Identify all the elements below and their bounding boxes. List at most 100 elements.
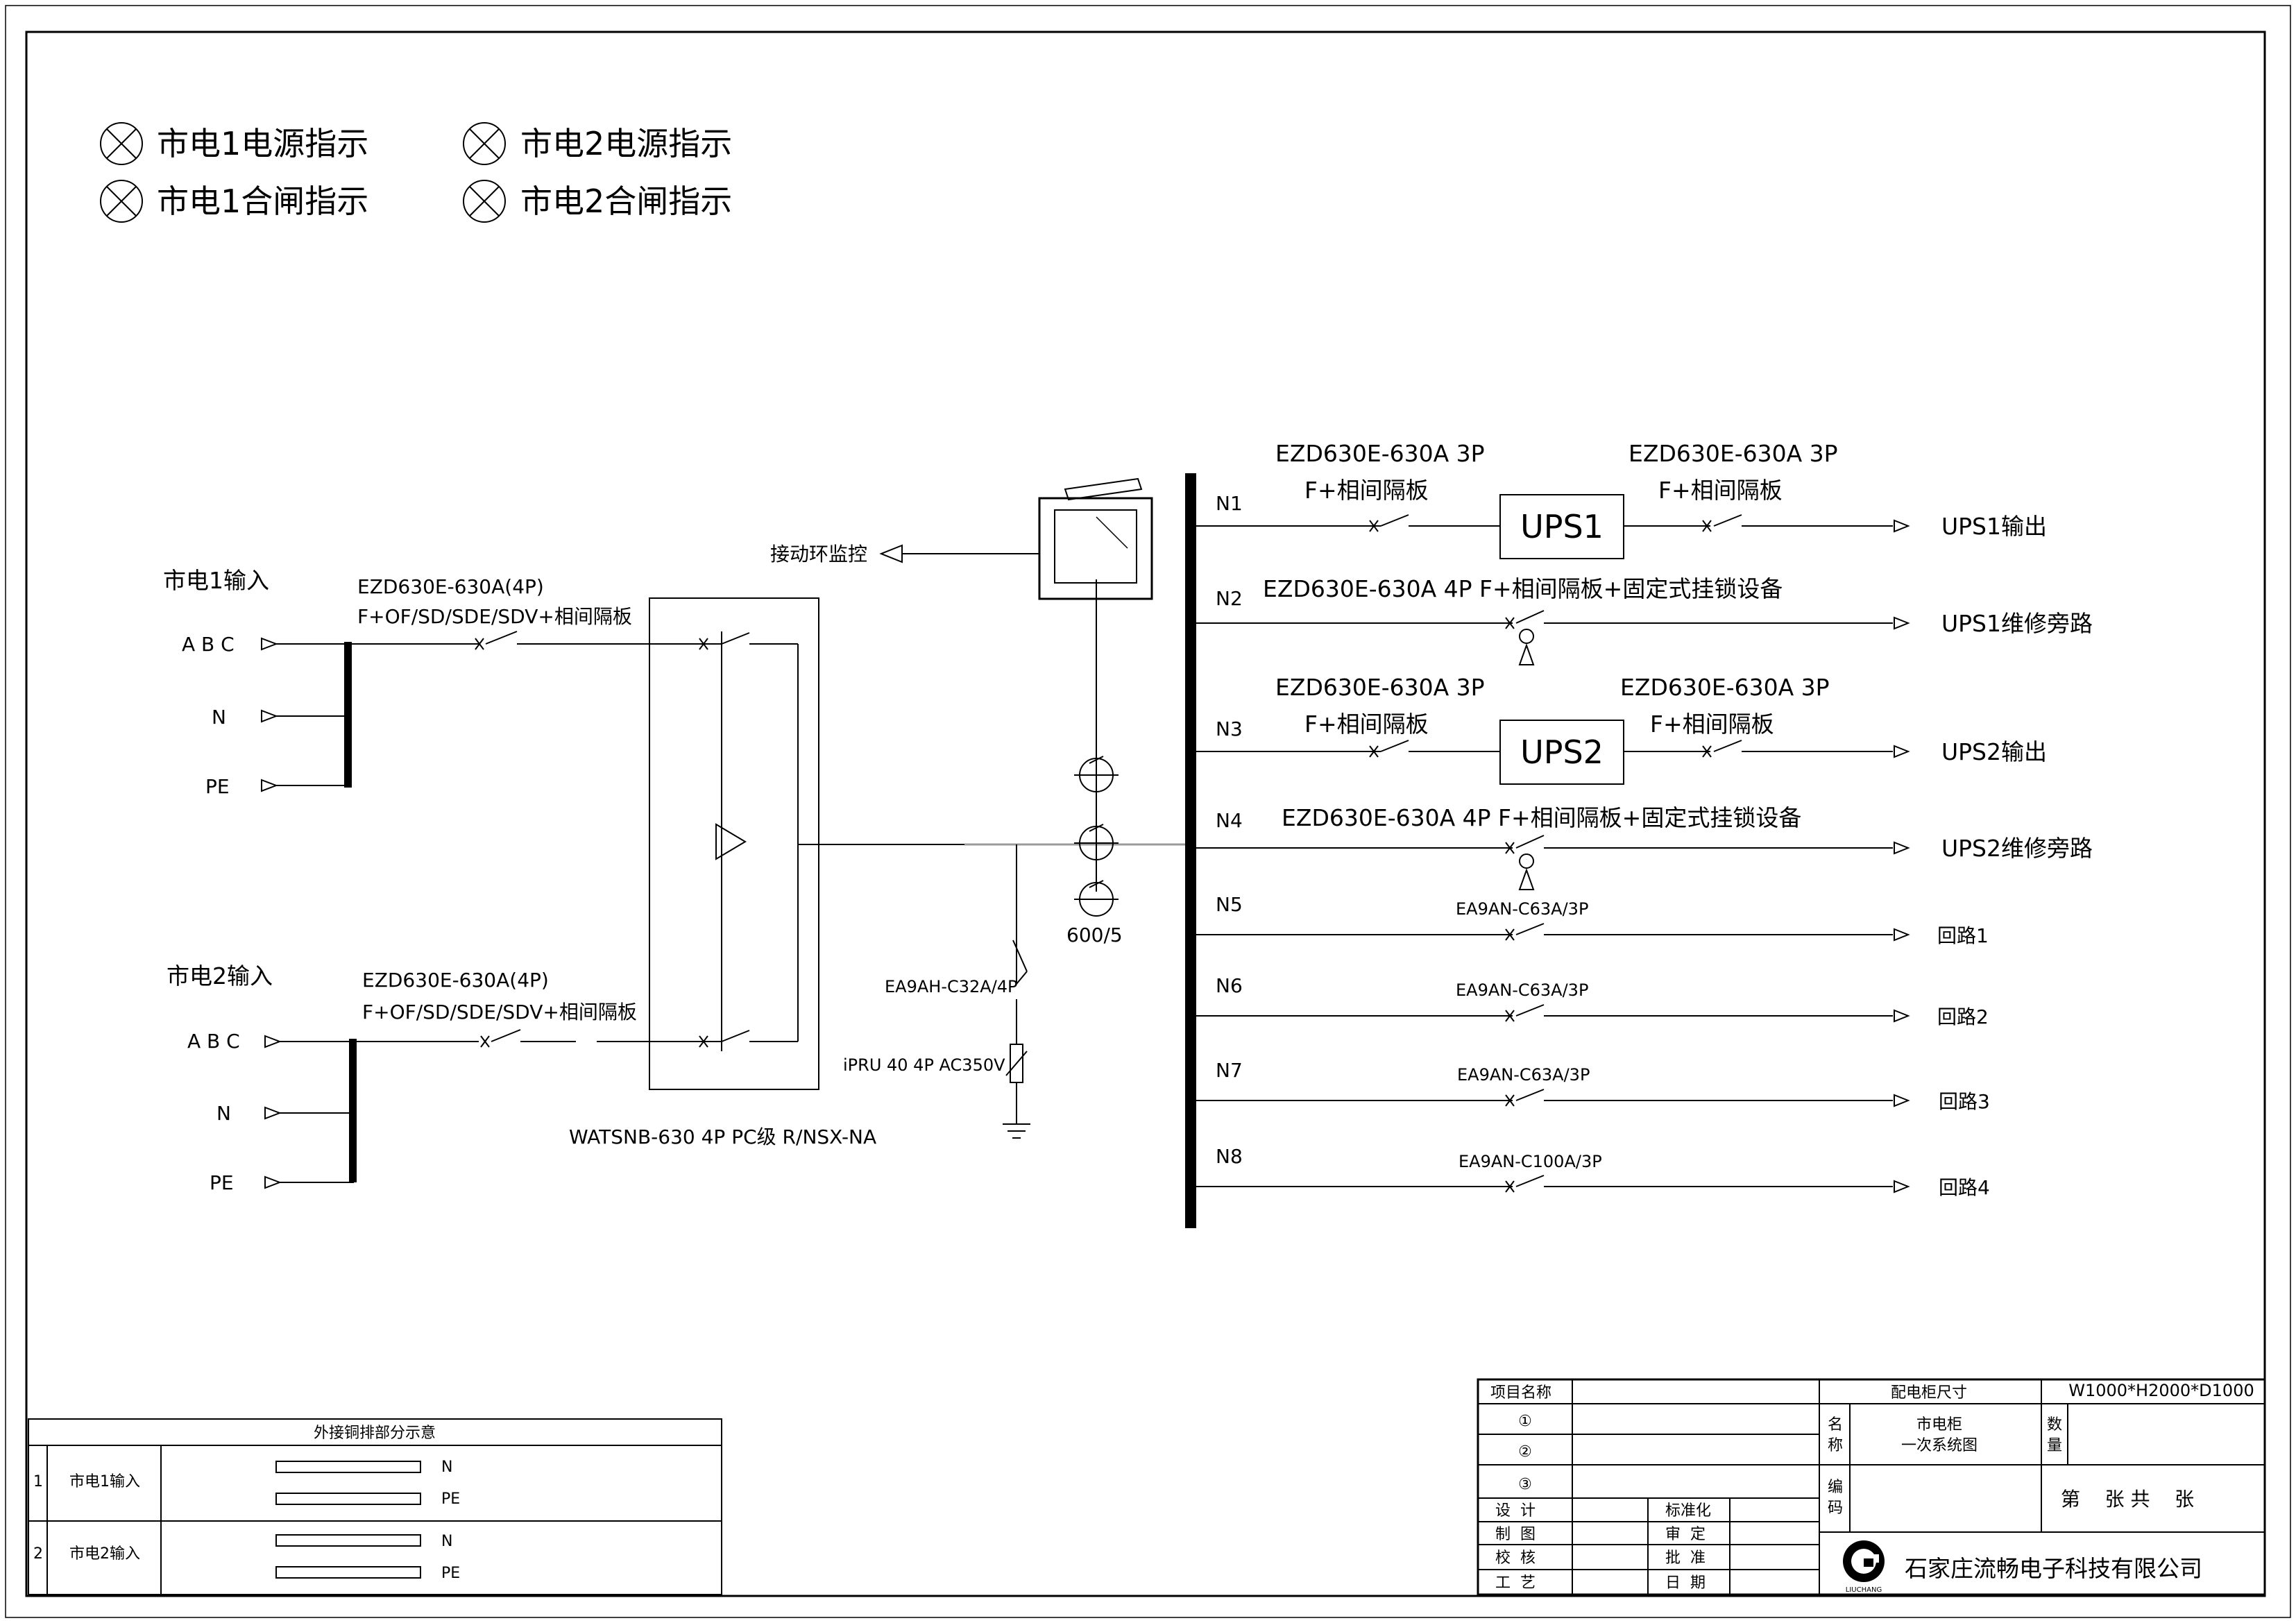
padlock-icon [1518, 853, 1535, 890]
copper-bar [275, 1566, 421, 1579]
sheet-count: 第 张 共 张 [2061, 1488, 2194, 1511]
ats-actuator-icon [715, 823, 747, 860]
drawing-name: 一次系统图 [1901, 1437, 1978, 1454]
screen-icon [1054, 509, 1137, 584]
feeder-n7: N7 EA9AN-C63A/3P 回路3 [1195, 1059, 1990, 1113]
terminal-icon [264, 1035, 282, 1048]
feeder-id: N5 [1216, 893, 1243, 916]
arrow-right-icon [1894, 519, 1910, 533]
neutral-label: N [216, 1102, 231, 1125]
breaker-symbol [475, 631, 518, 650]
feeder-destination: 回路2 [1937, 1005, 1989, 1028]
breaker-label: EA9AN-C63A/3P [1457, 1065, 1590, 1085]
name-label: 名 [1828, 1416, 1843, 1434]
terminal-icon [261, 779, 278, 792]
bar-label: PE [441, 1490, 460, 1508]
neutral-label: N [212, 706, 226, 729]
terminal-icon [264, 1106, 282, 1120]
ups-label: UPS2 [1520, 733, 1604, 771]
terminal-icon [261, 709, 278, 723]
feeder-n5: N5 EA9AN-C63A/3P 回路1 [1195, 893, 1989, 947]
logo-text: LIUCHANG [1846, 1586, 1882, 1594]
feeder-n8: N8 EA9AN-C100A/3P 回路4 [1195, 1145, 1990, 1199]
breaker-label: EA9AN-C63A/3P [1456, 899, 1588, 919]
breaker-options: F+相间隔板 [1650, 711, 1774, 738]
row-number: 1 [33, 1473, 43, 1490]
cabinet-size: W1000*H2000*D1000 [2068, 1381, 2254, 1400]
feeder-destination: 回路4 [1939, 1176, 1990, 1199]
arrow-right-icon [1894, 1094, 1910, 1107]
breaker-options: F+相间隔板 [1304, 477, 1429, 504]
surge-protection: EA9AH-C32A/4P iPRU 40 4P AC350V [843, 844, 1030, 1139]
arrow-right-icon [1894, 1009, 1910, 1023]
name-label: 称 [1828, 1437, 1843, 1454]
row-number: 2 [33, 1545, 43, 1563]
indicator-legend: 市电1电源指示 市电2电源指示 市电1合闸指示 市电2合闸指示 [100, 122, 732, 223]
breaker-options: F+相间隔板 [1658, 477, 1783, 504]
earth-label: PE [210, 1171, 234, 1194]
input-bar [349, 1039, 357, 1182]
arrow-right-icon [1894, 745, 1910, 758]
monitor-device: 接动环监控 [770, 477, 1153, 600]
arrow-left-icon [879, 544, 903, 563]
input-bar [344, 642, 352, 788]
approve-label: 批 准 [1665, 1549, 1706, 1567]
phase-label: A B C [182, 633, 235, 656]
input-1: 市电1输入 A B C N PE EZD630E-630A(4P) F+OF/S… [163, 567, 699, 798]
bar-label: PE [441, 1565, 460, 1582]
revision-mark: ③ [1518, 1476, 1532, 1493]
breaker-options: F+相间隔板 [1304, 711, 1429, 738]
feeder-n2: N2 EZD630E-630A 4P F+相间隔板+固定式挂锁设备 UPS1维修… [1195, 575, 2093, 665]
indicator-label: 市电1电源指示 [157, 125, 368, 162]
copper-bar [275, 1461, 421, 1473]
project-name-label: 项目名称 [1490, 1384, 1551, 1402]
indicator-label: 市电2合闸指示 [520, 182, 732, 220]
lamp-icon [100, 180, 143, 223]
revision-mark: ① [1518, 1413, 1532, 1430]
current-transformers: 600/5 [1066, 579, 1123, 946]
indicator-label: 市电2电源指示 [520, 125, 732, 162]
feeder-id: N8 [1216, 1145, 1243, 1168]
input-title: 市电1输入 [163, 567, 269, 594]
arrow-right-icon [1894, 928, 1910, 942]
breaker-label: EZD630E-630A 4P F+相间隔板+固定式挂锁设备 [1282, 804, 1801, 831]
breaker-model: EZD630E-630A 3P [1620, 674, 1830, 701]
breaker-model: EZD630E-630A 3P [1629, 440, 1838, 467]
feeder-id: N3 [1216, 717, 1243, 740]
code-label: 码 [1828, 1499, 1843, 1517]
company-logo-icon: LIUCHANG [1843, 1540, 1885, 1594]
title-block: 项目名称 配电柜尺寸 W1000*H2000*D1000 ① ② ③ 名 称 市… [1477, 1378, 2266, 1596]
standard-label: 标准化 [1665, 1502, 1711, 1520]
arrow-right-icon [1894, 616, 1910, 630]
feeder-destination: UPS1维修旁路 [1941, 610, 2093, 637]
feeder-destination: UPS2输出 [1941, 738, 2047, 765]
date-label: 日 期 [1665, 1574, 1706, 1592]
company-name: 石家庄流畅电子科技有限公司 [1905, 1555, 2202, 1582]
drafting-label: 制 图 [1495, 1526, 1536, 1543]
arrester-label: iPRU 40 4P AC350V [843, 1055, 1005, 1075]
feeder-id: N6 [1216, 974, 1243, 997]
copper-bar [275, 1493, 421, 1505]
quantity-label: 量 [2047, 1437, 2062, 1454]
terminal-icon [264, 1175, 282, 1189]
breaker-options: F+OF/SD/SDE/SDV+相间隔板 [357, 605, 632, 628]
ct-ratio-label: 600/5 [1066, 924, 1123, 946]
feeder-id: N7 [1216, 1059, 1243, 1082]
padlock-icon [1518, 629, 1535, 665]
breaker-model: EZD630E-630A(4P) [362, 969, 549, 992]
copper-bar-table: 外接铜排部分示意 1 市电1输入 N PE 2 市电2输入 N PE [28, 1418, 722, 1595]
breaker-options: F+OF/SD/SDE/SDV+相间隔板 [362, 1001, 637, 1023]
table-title: 外接铜排部分示意 [314, 1425, 436, 1442]
feeder-id: N1 [1216, 492, 1243, 515]
drawing-name: 市电柜 [1916, 1416, 1962, 1434]
lamp-icon [463, 180, 506, 223]
feeder-destination: UPS1输出 [1941, 513, 2047, 540]
input-2: 市电2输入 A B C N PE EZD630E-630A(4P) F+OF/S… [167, 962, 699, 1194]
breaker-model: EZD630E-630A 3P [1275, 440, 1485, 467]
monitor-label: 接动环监控 [770, 543, 867, 566]
arrow-right-icon [1894, 841, 1910, 855]
feeder-id: N4 [1216, 809, 1243, 832]
indicator-label: 市电1合闸指示 [157, 182, 368, 220]
feeder-n4: N4 EZD630E-630A 4P F+相间隔板+固定式挂锁设备 UPS2维修… [1195, 804, 2093, 890]
bar-label: N [441, 1533, 452, 1550]
